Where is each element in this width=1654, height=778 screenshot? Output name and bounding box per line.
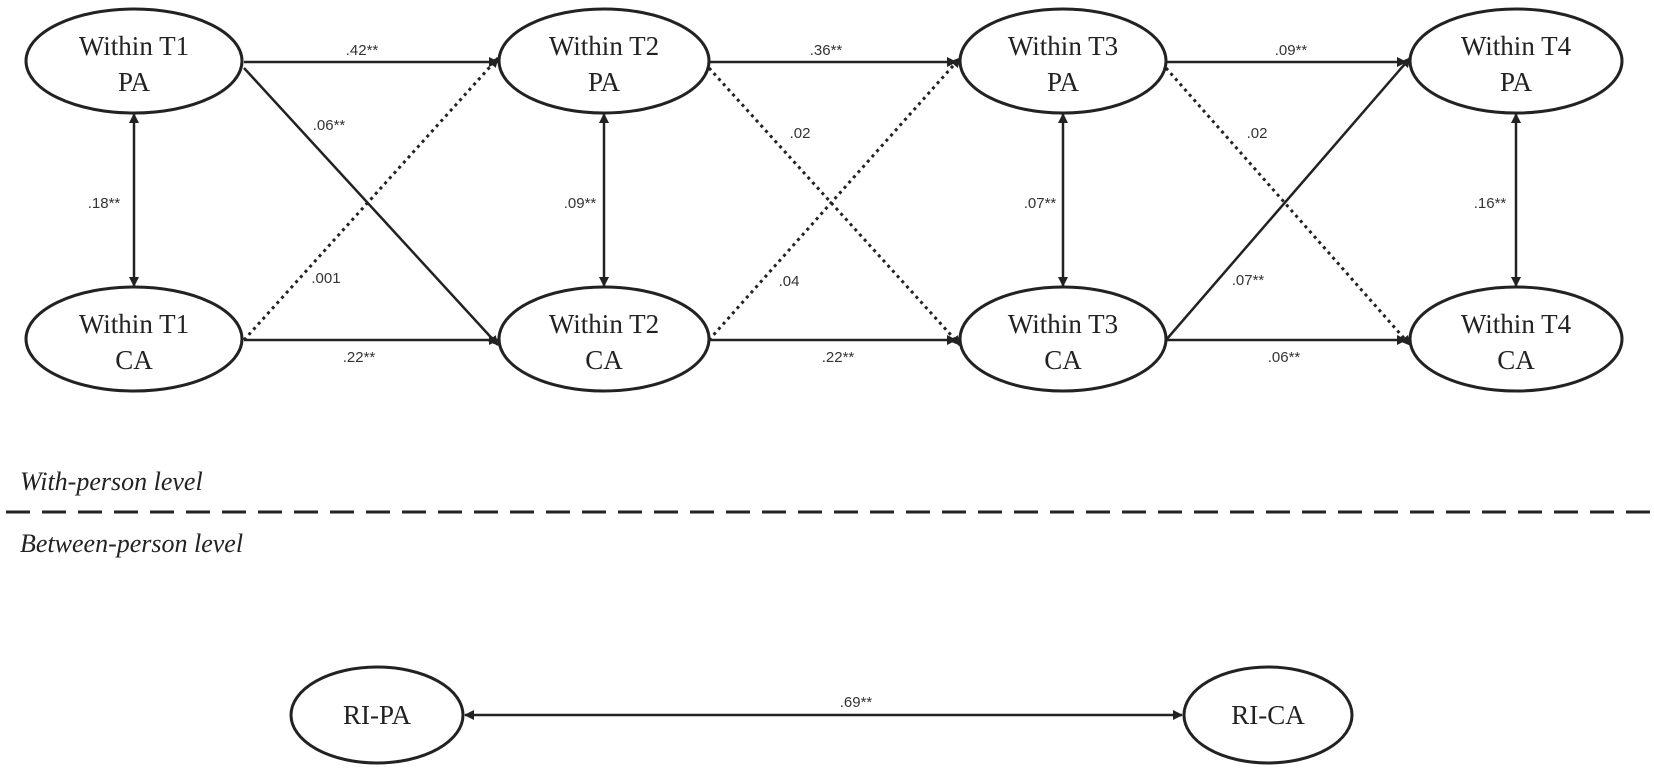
coef-ca2-ca3: .22** [822, 349, 855, 366]
coef-pa2-pa3: .36** [810, 42, 843, 59]
path-ca2-pa3 [707, 57, 962, 341]
coef-ca1-ca2: .22** [343, 349, 376, 366]
node-t3-ca: Within T3 CA [958, 285, 1168, 393]
coef-ca1-pa2: .001 [311, 270, 340, 287]
svg-text:Within T1: Within T1 [79, 309, 189, 339]
coef-cov-t3: .07** [1024, 195, 1057, 212]
coef-pa1-pa2: .42** [346, 42, 379, 59]
coef-pa3-pa4: .09** [1275, 42, 1308, 59]
node-ri-ca: RI-CA [1182, 665, 1354, 765]
node-t3-pa: Within T3 PA [958, 7, 1168, 115]
path-pa2-ca3 [707, 66, 962, 347]
svg-text:PA: PA [118, 67, 151, 97]
svg-text:CA: CA [1044, 345, 1082, 375]
coef-pa3-ca4: .02 [1247, 125, 1268, 142]
coef-ca3-ca4: .06** [1268, 349, 1301, 366]
svg-text:Within T3: Within T3 [1008, 309, 1118, 339]
coef-ca2-pa3: .04 [779, 273, 800, 290]
svg-text:Within T1: Within T1 [79, 31, 189, 61]
svg-text:RI-CA: RI-CA [1231, 700, 1305, 730]
svg-text:PA: PA [1047, 67, 1080, 97]
node-t2-pa: Within T2 PA [497, 7, 711, 115]
svg-text:RI-PA: RI-PA [343, 700, 412, 730]
svg-text:PA: PA [588, 67, 621, 97]
svg-text:Within T4: Within T4 [1461, 309, 1572, 339]
within-level-label: With-person level [20, 467, 203, 496]
path-ca3-pa4 [1165, 57, 1411, 341]
coef-cov-t1: .18** [88, 195, 121, 212]
node-t2-ca: Within T2 CA [497, 285, 711, 393]
node-t4-ca: Within T4 CA [1408, 285, 1624, 393]
coef-pa2-ca3: .02 [790, 125, 811, 142]
svg-text:CA: CA [115, 345, 153, 375]
between-level-label: Between-person level [20, 529, 243, 558]
svg-text:CA: CA [1497, 345, 1535, 375]
path-ca1-pa2 [242, 56, 500, 342]
node-ri-pa: RI-PA [289, 665, 465, 765]
coef-cov-ri: .69** [840, 694, 873, 711]
svg-text:CA: CA [585, 345, 623, 375]
svg-text:Within T3: Within T3 [1008, 31, 1118, 61]
path-pa1-ca2 [243, 67, 499, 346]
coef-pa1-ca2: .06** [313, 117, 346, 134]
node-t1-pa: Within T1 PA [24, 7, 244, 115]
svg-text:PA: PA [1500, 67, 1533, 97]
svg-text:Within T2: Within T2 [549, 309, 659, 339]
coef-ca3-pa4: .07** [1232, 272, 1265, 289]
node-t1-ca: Within T1 CA [24, 285, 244, 393]
svg-text:Within T4: Within T4 [1461, 31, 1572, 61]
svg-text:Within T2: Within T2 [549, 31, 659, 61]
path-pa3-ca4 [1164, 67, 1412, 346]
coef-cov-t2: .09** [564, 195, 597, 212]
coef-cov-t4: .16** [1474, 195, 1507, 212]
node-t4-pa: Within T4 PA [1408, 7, 1624, 115]
